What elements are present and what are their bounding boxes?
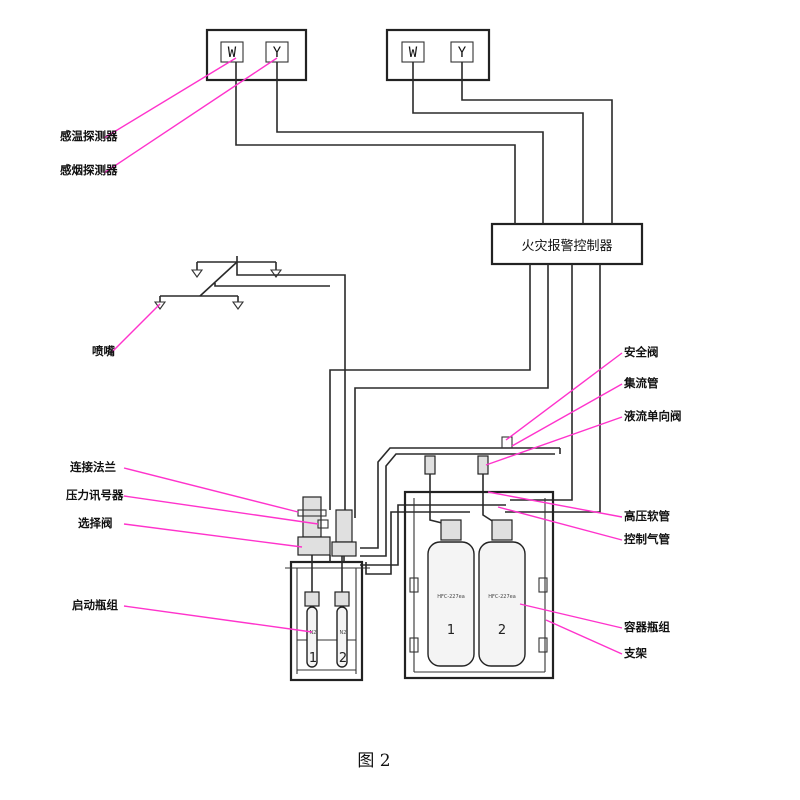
nozzle-icon	[231, 301, 245, 310]
start-cylinder-2	[336, 606, 348, 668]
nozzle-icon	[269, 269, 283, 278]
selector-valve-assembly	[297, 496, 357, 562]
selector-valve-2	[335, 509, 353, 543]
temp-detector-symbol-right: W	[409, 45, 418, 61]
label-pressure-signal: 压力讯号器	[66, 488, 124, 502]
leader-lines	[103, 57, 623, 655]
start-cylinder-mark: N2	[310, 630, 317, 636]
main-cylinder-mark: HFC-227ea	[488, 594, 516, 600]
label-control-gas-pipe: 控制气管	[624, 532, 670, 546]
nozzle-icon	[190, 269, 204, 278]
smoke-detector-symbol-left: Y	[273, 45, 282, 61]
controller-label: 火灾报警控制器	[521, 238, 612, 254]
nozzle-icon	[153, 301, 167, 310]
detector-box-left: W Y	[205, 28, 308, 82]
controller-wiring	[329, 264, 601, 518]
start-cylinder-number: 2	[339, 651, 347, 666]
check-valve-1	[424, 455, 436, 475]
label-temp-detector: 感温探测器	[60, 129, 118, 143]
start-valve-head-1	[304, 591, 320, 607]
label-manifold: 集流管	[623, 376, 659, 390]
main-cylinder-2	[478, 541, 526, 667]
main-cylinder-number: 2	[498, 623, 506, 638]
main-cylinder-1	[427, 541, 475, 667]
temp-detector-symbol-left: W	[228, 45, 237, 61]
start-cylinder-mark: N2	[340, 630, 347, 636]
start-valve-head-2	[334, 591, 350, 607]
selector-valve-1	[302, 496, 322, 538]
detector-wiring	[235, 62, 613, 224]
cylinder-valve-2	[491, 519, 513, 541]
smoke-detector-symbol-right: Y	[458, 45, 467, 61]
label-smoke-detector: 感烟探测器	[60, 163, 118, 177]
label-liquid-check-valve: 液流单向阀	[624, 409, 682, 423]
nozzle-piping	[153, 256, 346, 510]
label-selector-valve: 选择阀	[78, 516, 113, 530]
label-high-pressure-hose: 高压软管	[624, 509, 670, 523]
cylinder-valve-1	[440, 519, 462, 541]
label-start-cylinder-group: 启动瓶组	[72, 598, 118, 612]
label-nozzle: 喷嘴	[92, 344, 115, 358]
label-connect-flange: 连接法兰	[70, 460, 116, 474]
start-cylinder-rack: N2 N2 1 2	[285, 530, 370, 682]
selector-valve-body-2	[331, 541, 357, 557]
label-container-cylinder-group: 容器瓶组	[623, 620, 670, 634]
label-support-frame: 支架	[623, 646, 647, 660]
figure-caption: 图 2	[357, 751, 390, 771]
start-cylinder-number: 1	[309, 651, 317, 666]
safety-valve	[501, 436, 513, 449]
selector-valve-body-1	[297, 536, 331, 556]
start-cylinder-1	[306, 606, 318, 668]
label-safety-valve: 安全阀	[624, 345, 659, 359]
fire-alarm-controller: 火灾报警控制器	[490, 222, 644, 266]
main-cylinder-mark: HFC-227ea	[437, 594, 465, 600]
connecting-flange-1	[297, 509, 327, 517]
main-cylinder-number: 1	[447, 623, 455, 638]
detector-box-right: W Y	[385, 28, 491, 82]
container-cylinder-rack: HFC-227ea HFC-227ea 1 2	[403, 490, 555, 680]
